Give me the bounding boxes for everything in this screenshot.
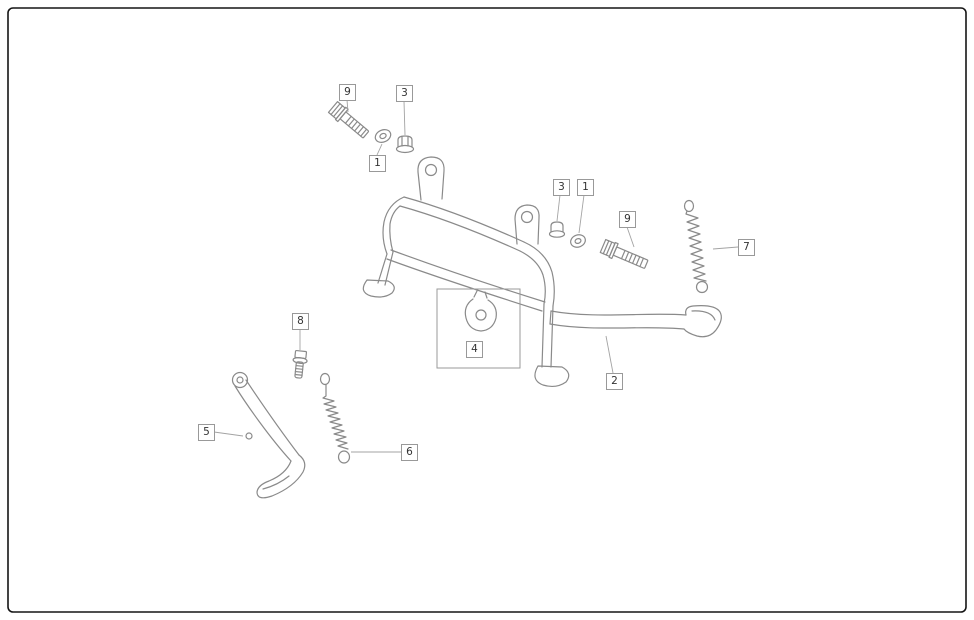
side-stand-arm-drawing [549, 305, 722, 338]
callout-2-side-arm: 2 [606, 373, 623, 390]
callout-9-front-bolt: 9 [339, 84, 356, 101]
center-stand-drawing [362, 156, 570, 388]
callout-3-rear-nut: 3 [553, 179, 570, 196]
bolt-front-drawing [327, 101, 370, 139]
callout-3-front-nut: 3 [396, 85, 413, 102]
side-stand-drawing [231, 371, 306, 499]
center-stand-spring-drawing [683, 199, 709, 294]
callout-4-bracket: 4 [466, 341, 483, 358]
callout-1-rear-washer: 1 [577, 179, 594, 196]
flange-nut-front-drawing [395, 135, 415, 154]
leader-lines [213, 99, 739, 453]
flange-nut-rear-drawing [548, 221, 566, 238]
callout-1-front-washer: 1 [369, 155, 386, 172]
page-border [7, 7, 967, 613]
callout-8-pin: 8 [292, 313, 309, 330]
stop-bracket-drawing [464, 290, 497, 332]
callout-9-rear-bolt: 9 [619, 211, 636, 228]
part-4-reference-box [436, 288, 521, 369]
washer-front-drawing [374, 129, 392, 143]
callout-6-spring: 6 [401, 444, 418, 461]
washer-rear-drawing [570, 234, 586, 248]
bolt-rear-drawing [599, 238, 649, 269]
callout-5-side-stand: 5 [198, 424, 215, 441]
callout-7-spring: 7 [738, 239, 755, 256]
pivot-pin-drawing [292, 349, 308, 379]
side-stand-spring-drawing [319, 372, 351, 464]
